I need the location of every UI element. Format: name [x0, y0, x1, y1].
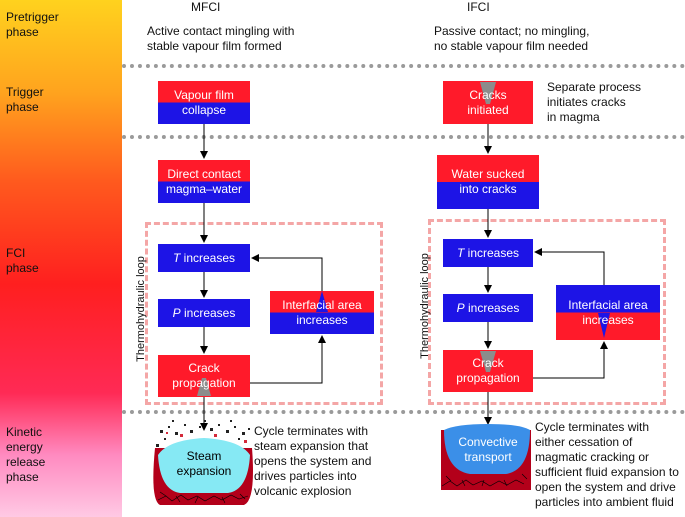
ifci-thermohydraulic-loop-frame: [428, 219, 666, 405]
ifci-p-increases-box: P increases: [443, 294, 533, 322]
arrow-ifci-crack-to-interfacial: [533, 341, 608, 379]
mfci-vapour-film-collapse-label: Vapour film collapse: [174, 87, 234, 117]
arrow-ifci-interfacial-to-t: [534, 248, 605, 285]
mfci-end-description: Cycle terminates with steam expansion th…: [254, 424, 372, 498]
ifci-t-increases-label: T increases: [456, 245, 520, 260]
ifci-interfacial-wedge-icon: [598, 313, 610, 338]
phase-label-kinetic: Kinetic energy release phase: [6, 425, 46, 484]
phase-label-fci: FCI phase: [6, 246, 39, 275]
ifci-cracks-initiated-label: Cracks initiated: [467, 87, 509, 117]
phase-gradient-bar: [0, 0, 122, 517]
mfci-direct-contact-box: Direct contact magma–water: [158, 160, 250, 203]
mfci-crack-propagation-label: Crack propagation: [172, 361, 236, 390]
mfci-direct-contact-label: Direct contact magma–water: [165, 166, 243, 196]
mfci-interfacial-area-label: Interfacial area increases: [282, 297, 362, 327]
phase-label-trigger: Trigger phase: [6, 85, 44, 114]
phase-label-pretrigger: Pretrigger phase: [6, 10, 59, 39]
mfci-t-increases-box: T increases: [158, 244, 250, 272]
ifci-water-wedge-icon: [482, 183, 494, 207]
mfci-interfacial-wedge-icon: [316, 291, 328, 312]
mfci-p-increases-box: P increases: [158, 299, 250, 327]
ifci-crack-propagation-box: Crack propagation: [443, 350, 533, 392]
arrow-mfci-interfacial-to-t: [251, 254, 323, 291]
convective-transport-label: Convective transport: [458, 435, 518, 464]
mfci-crack-propagation-box: Crack propagation: [158, 355, 250, 397]
ifci-cracks-initiated-wedge-icon: [480, 82, 496, 104]
ifci-interfacial-area-label: Interfacial area increases: [568, 297, 648, 327]
mfci-crack-wedge-icon: [197, 378, 211, 396]
ifci-interfacial-area-box: Interfacial area increases: [556, 285, 660, 340]
ifci-cracks-initiated-box: Cracks initiated: [443, 81, 533, 124]
ifci-pretrigger-description: Passive contact; no mingling, no stable …: [434, 24, 590, 53]
ifci-trigger-description: Separate process initiates cracks in mag…: [547, 80, 642, 124]
ifci-water-sucked-label: Water sucked into cracks: [451, 167, 525, 196]
convective-transport-graphic: [441, 424, 531, 490]
column-heading-mfci: MFCI: [191, 0, 221, 14]
arrow-mfci-crack-to-interfacial: [250, 335, 326, 384]
separator-pretrigger-trigger: [122, 64, 685, 68]
separator-trigger-fci: [122, 135, 685, 139]
steam-expansion-label: Steam expansion: [176, 449, 232, 478]
mfci-thermohydraulic-loop-frame: [145, 222, 383, 405]
ifci-crack-propagation-label: Crack propagation: [456, 356, 520, 385]
ifci-p-increases-label: P increases: [456, 300, 520, 315]
column-heading-ifci: IFCI: [467, 0, 490, 14]
steam-expansion-graphic: [153, 420, 253, 505]
mfci-vapour-film-collapse-box: Vapour film collapse: [158, 81, 250, 124]
separator-fci-kinetic: [122, 410, 685, 414]
ifci-end-description: Cycle terminates with either cessation o…: [535, 420, 679, 509]
mfci-p-increases-label: P increases: [172, 305, 236, 320]
convective-transport-box: Convective transport: [450, 434, 526, 466]
mfci-pretrigger-description: Active contact mingling with stable vapo…: [147, 24, 295, 53]
mfci-interfacial-area-box: Interfacial area increases: [270, 291, 374, 334]
ifci-t-increases-box: T increases: [443, 239, 533, 267]
steam-expansion-box: Steam expansion: [168, 447, 240, 481]
ifci-crack-wedge-icon: [480, 351, 496, 372]
mfci-t-increases-label: T increases: [172, 250, 236, 265]
